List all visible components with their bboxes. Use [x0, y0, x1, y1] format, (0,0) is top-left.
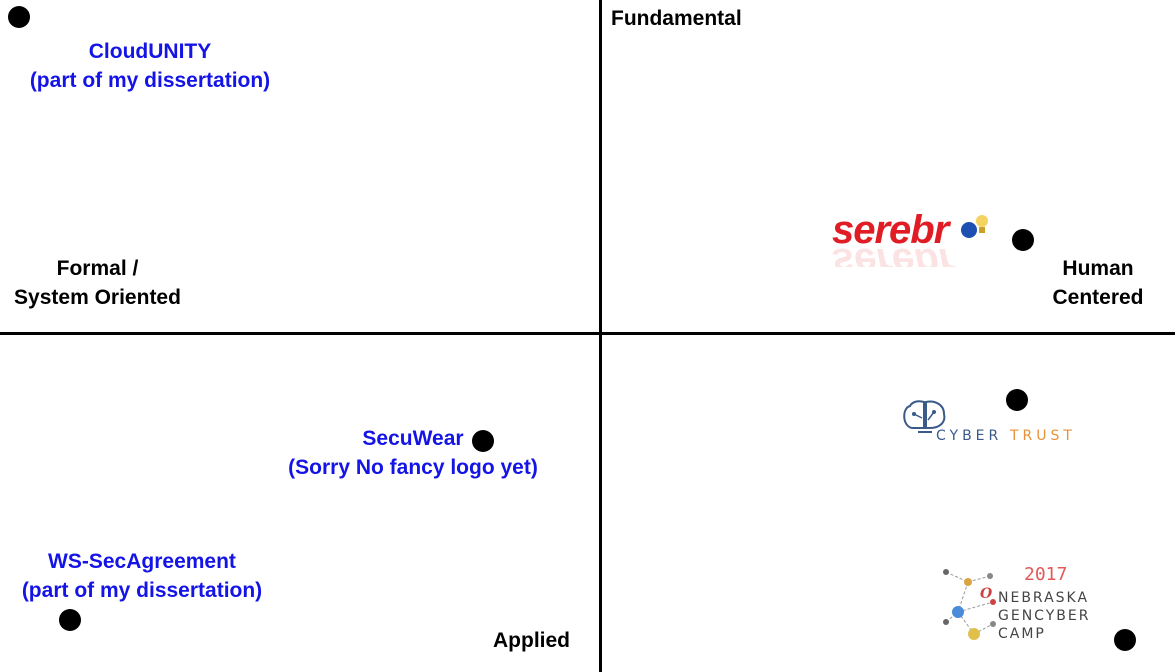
camp-line-nebraska: NEBRASKA	[998, 590, 1089, 606]
project-ws-secagreement-note: (part of my dissertation)	[21, 579, 263, 602]
gencyber-dot	[1114, 629, 1136, 651]
axis-label-formal-line2: System Oriented	[14, 286, 181, 309]
serebro-dot	[1012, 229, 1034, 251]
serebro-logo-reflection: serebr	[832, 240, 957, 267]
cloudunity-dot	[8, 6, 30, 28]
lightbulb-icon	[976, 215, 988, 227]
vertical-axis-line	[599, 0, 602, 672]
axis-label-human-centered: Human Centered	[1043, 254, 1153, 312]
camp-line-camp: CAMP	[998, 626, 1046, 642]
secuwear-dot	[472, 430, 494, 452]
nebraska-gencyber-camp-logo: O 2017 NEBRASKA GENCYBER CAMP	[943, 564, 1090, 642]
serebro-brain-icon	[961, 222, 977, 238]
serebro-logo: serebr serebr	[832, 208, 988, 267]
axis-label-formal: Formal / System Oriented	[10, 254, 185, 312]
horizontal-axis-line	[0, 332, 1175, 335]
cybertrust-logo: CYBER TRUST	[903, 400, 1076, 444]
camp-year: 2017	[1024, 564, 1067, 585]
project-cloudunity-note: (part of my dissertation)	[29, 69, 271, 92]
ws-secagreement-dot	[59, 609, 81, 631]
brain-circuit-icon	[903, 400, 946, 433]
axis-label-human-line1: Human	[1062, 257, 1134, 280]
cybertrust-text-trust: TRUST	[1009, 428, 1076, 444]
cybertrust-dot	[1006, 389, 1028, 411]
axis-label-applied: Applied	[493, 629, 570, 652]
serebro-logo-text: serebr	[832, 208, 952, 252]
cybertrust-text-cyber: CYBER	[936, 428, 1002, 444]
ou-emblem-icon: O	[980, 586, 993, 602]
axis-label-fundamental: Fundamental	[611, 7, 742, 30]
project-ws-secagreement-label: WS-SecAgreement (part of my dissertation…	[4, 547, 280, 605]
axis-label-formal-line1: Formal /	[56, 257, 139, 280]
project-ws-secagreement-name: WS-SecAgreement	[48, 550, 236, 573]
camp-line-gencyber: GENCYBER	[998, 608, 1090, 624]
project-cloudunity-label: CloudUNITY (part of my dissertation)	[10, 37, 290, 95]
project-secuwear-note: (Sorry No fancy logo yet)	[288, 456, 538, 479]
project-secuwear-name: SecuWear	[362, 427, 464, 450]
project-secuwear-label: SecuWear (Sorry No fancy logo yet)	[276, 424, 550, 482]
axis-label-human-line2: Centered	[1052, 286, 1144, 309]
project-cloudunity-name: CloudUNITY	[88, 40, 212, 63]
